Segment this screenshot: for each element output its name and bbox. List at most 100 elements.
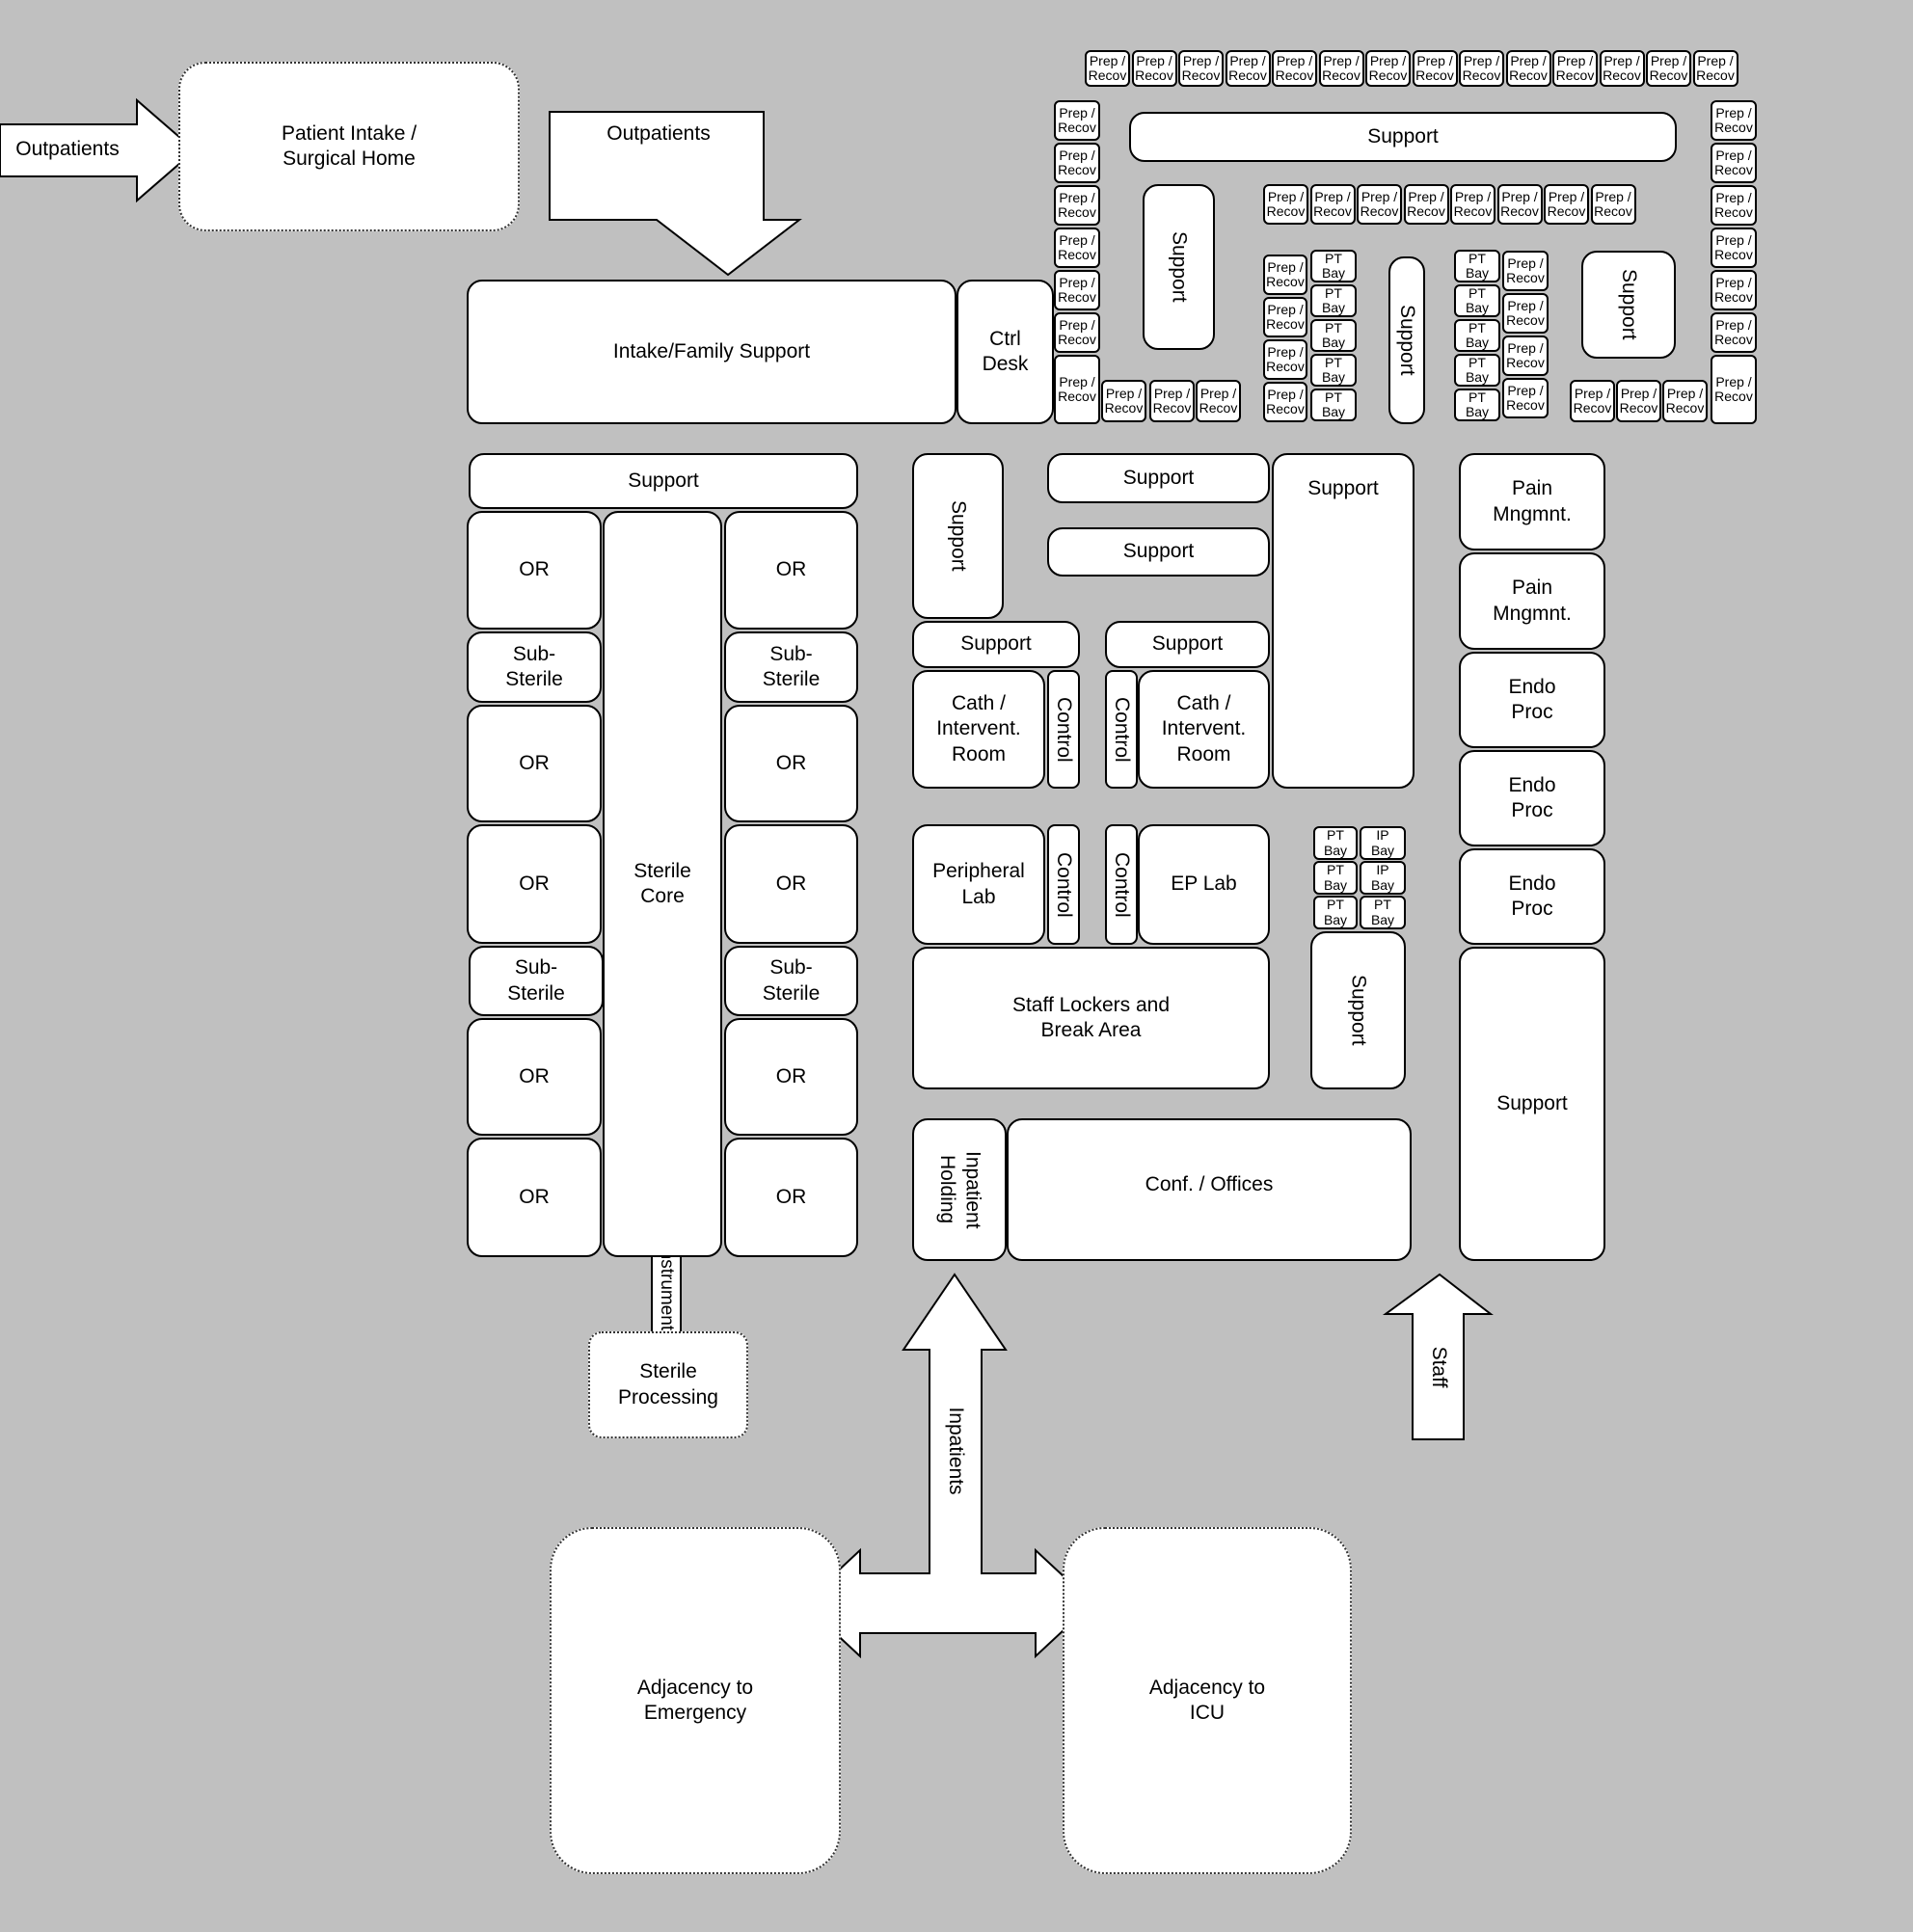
or-room: OR bbox=[467, 1138, 602, 1257]
pt-bay: PT Bay bbox=[1310, 284, 1357, 317]
or-room: OR bbox=[467, 1018, 602, 1136]
or-room: OR bbox=[724, 1138, 858, 1257]
prep-recov-bay: Prep / Recov bbox=[1505, 50, 1551, 87]
control-room: Control bbox=[1047, 824, 1080, 945]
inpatients-label: Inpatients bbox=[945, 1407, 967, 1495]
prep-recov-bay: Prep / Recov bbox=[1646, 50, 1691, 87]
prep-recov-bay: Prep / Recov bbox=[1131, 50, 1177, 87]
prep-recov-bay: Prep / Recov bbox=[1502, 335, 1549, 376]
prep-unit-support-left-label: Support bbox=[1168, 231, 1191, 303]
prep-recov-bay: Prep / Recov bbox=[1403, 184, 1449, 225]
prep-recov-bay: Prep / Recov bbox=[1272, 50, 1317, 87]
sub-sterile-room: Sub- Sterile bbox=[724, 946, 858, 1016]
control-room-label: Control bbox=[1053, 696, 1076, 763]
prep-recov-bay: Prep / Recov bbox=[1196, 380, 1241, 422]
prep-recov-bay: Prep / Recov bbox=[1178, 50, 1224, 87]
or-suite-support: Support bbox=[469, 453, 858, 509]
prep-recov-bay: Prep / Recov bbox=[1054, 270, 1100, 310]
inpatient-holding-label: Inpatient Holding bbox=[936, 1150, 984, 1229]
or-room: OR bbox=[467, 824, 602, 944]
pt-bay: PT Bay bbox=[1313, 861, 1358, 895]
pt-bay: PT Bay bbox=[1454, 284, 1500, 317]
prep-recov-bay: Prep / Recov bbox=[1085, 50, 1130, 87]
bay-support: Support bbox=[1310, 931, 1406, 1089]
adjacency-icu: Adjacency to ICU bbox=[1063, 1527, 1352, 1874]
pain-management-room: Pain Mngmnt. bbox=[1459, 552, 1605, 650]
pt-bay: PT Bay bbox=[1310, 250, 1357, 282]
control-room-label: Control bbox=[1053, 851, 1076, 918]
control-room-label: Control bbox=[1111, 696, 1134, 763]
prep-recov-bay: Prep / Recov bbox=[1263, 382, 1307, 422]
outpatients-left-arrow bbox=[0, 97, 197, 203]
or-room: OR bbox=[724, 705, 858, 822]
cath-intervent-room: Cath / Intervent. Room bbox=[912, 670, 1045, 789]
prep-recov-bay: Prep / Recov bbox=[1054, 143, 1100, 183]
control-room: Control bbox=[1105, 670, 1138, 789]
interventional-support-vertical: Support bbox=[912, 453, 1004, 619]
or-room: OR bbox=[467, 705, 602, 822]
prep-unit-support-right: Support bbox=[1581, 251, 1676, 359]
inpatients-arrow bbox=[801, 1273, 1094, 1659]
adjacency-emergency: Adjacency to Emergency bbox=[550, 1527, 841, 1874]
pt-bay: PT Bay bbox=[1454, 389, 1500, 421]
pt-bay: PT Bay bbox=[1310, 319, 1357, 352]
sterile-core: Sterile Core bbox=[603, 511, 722, 1257]
prep-recov-bay: Prep / Recov bbox=[1570, 380, 1615, 422]
prep-recov-bay: Prep / Recov bbox=[1263, 184, 1308, 225]
pt-bay: PT Bay bbox=[1310, 354, 1357, 387]
prep-unit-support-mid: Support bbox=[1388, 256, 1425, 424]
endo-proc-room: Endo Proc bbox=[1459, 848, 1605, 945]
bay-support-label: Support bbox=[1347, 975, 1370, 1046]
prep-recov-bay: Prep / Recov bbox=[1225, 50, 1271, 87]
prep-recov-bay: Prep / Recov bbox=[1054, 355, 1100, 424]
prep-unit-support-mid-label: Support bbox=[1396, 305, 1419, 376]
prep-recov-bay: Prep / Recov bbox=[1711, 143, 1757, 183]
prep-recov-bay: Prep / Recov bbox=[1599, 50, 1645, 87]
prep-recov-bay: Prep / Recov bbox=[1502, 378, 1549, 418]
staff-label: Staff bbox=[1428, 1346, 1450, 1388]
pt-bay: PT Bay bbox=[1310, 389, 1357, 421]
or-room: OR bbox=[724, 511, 858, 630]
prep-recov-bay: Prep / Recov bbox=[1590, 184, 1636, 225]
prep-recov-bay: Prep / Recov bbox=[1616, 380, 1661, 422]
interventional-support-vertical-label: Support bbox=[947, 500, 970, 572]
cath-intervent-room: Cath / Intervent. Room bbox=[1138, 670, 1270, 789]
prep-recov-bay: Prep / Recov bbox=[1357, 184, 1402, 225]
control-room: Control bbox=[1047, 670, 1080, 789]
prep-recov-bay: Prep / Recov bbox=[1692, 50, 1738, 87]
ip-bay: IP Bay bbox=[1360, 861, 1406, 895]
prep-recov-bay: Prep / Recov bbox=[1309, 184, 1356, 225]
prep-recov-bay: Prep / Recov bbox=[1263, 297, 1307, 337]
prep-recov-bay: Prep / Recov bbox=[1711, 312, 1757, 353]
peripheral-lab: Peripheral Lab bbox=[912, 824, 1045, 945]
outpatients-left-label: Outpatients bbox=[15, 138, 120, 160]
control-room-label: Control bbox=[1111, 851, 1134, 918]
or-room: OR bbox=[724, 824, 858, 944]
inpatient-holding: Inpatient Holding bbox=[912, 1118, 1007, 1261]
prep-recov-bay: Prep / Recov bbox=[1054, 228, 1100, 268]
prep-recov-bay: Prep / Recov bbox=[1450, 184, 1495, 225]
prep-recov-bay: Prep / Recov bbox=[1552, 50, 1598, 87]
interventional-support: Support bbox=[1047, 453, 1270, 503]
ctrl-desk: Ctrl Desk bbox=[956, 280, 1054, 424]
prep-recov-bay: Prep / Recov bbox=[1711, 185, 1757, 226]
instruments-label: Instruments bbox=[657, 1244, 677, 1340]
pt-bay: PT Bay bbox=[1454, 250, 1500, 282]
pain-management-room: Pain Mngmnt. bbox=[1459, 453, 1605, 550]
prep-recov-bay: Prep / Recov bbox=[1496, 184, 1543, 225]
endo-proc-room: Endo Proc bbox=[1459, 750, 1605, 846]
prep-recov-bay: Prep / Recov bbox=[1054, 100, 1100, 141]
procedures-support: Support bbox=[1459, 947, 1605, 1261]
prep-recov-bay: Prep / Recov bbox=[1412, 50, 1458, 87]
prep-recov-bay: Prep / Recov bbox=[1711, 355, 1757, 424]
prep-recov-bay: Prep / Recov bbox=[1054, 312, 1100, 353]
ep-lab: EP Lab bbox=[1138, 824, 1270, 945]
sub-sterile-room: Sub- Sterile bbox=[469, 946, 604, 1016]
patient-intake-room: Patient Intake / Surgical Home bbox=[178, 62, 520, 231]
prep-recov-bay: Prep / Recov bbox=[1054, 185, 1100, 226]
interventional-support: Support bbox=[1047, 527, 1270, 577]
prep-recov-bay: Prep / Recov bbox=[1365, 50, 1411, 87]
prep-recov-bay: Prep / Recov bbox=[1318, 50, 1364, 87]
prep-unit-support-left: Support bbox=[1143, 184, 1215, 350]
pt-bay: PT Bay bbox=[1454, 319, 1500, 352]
